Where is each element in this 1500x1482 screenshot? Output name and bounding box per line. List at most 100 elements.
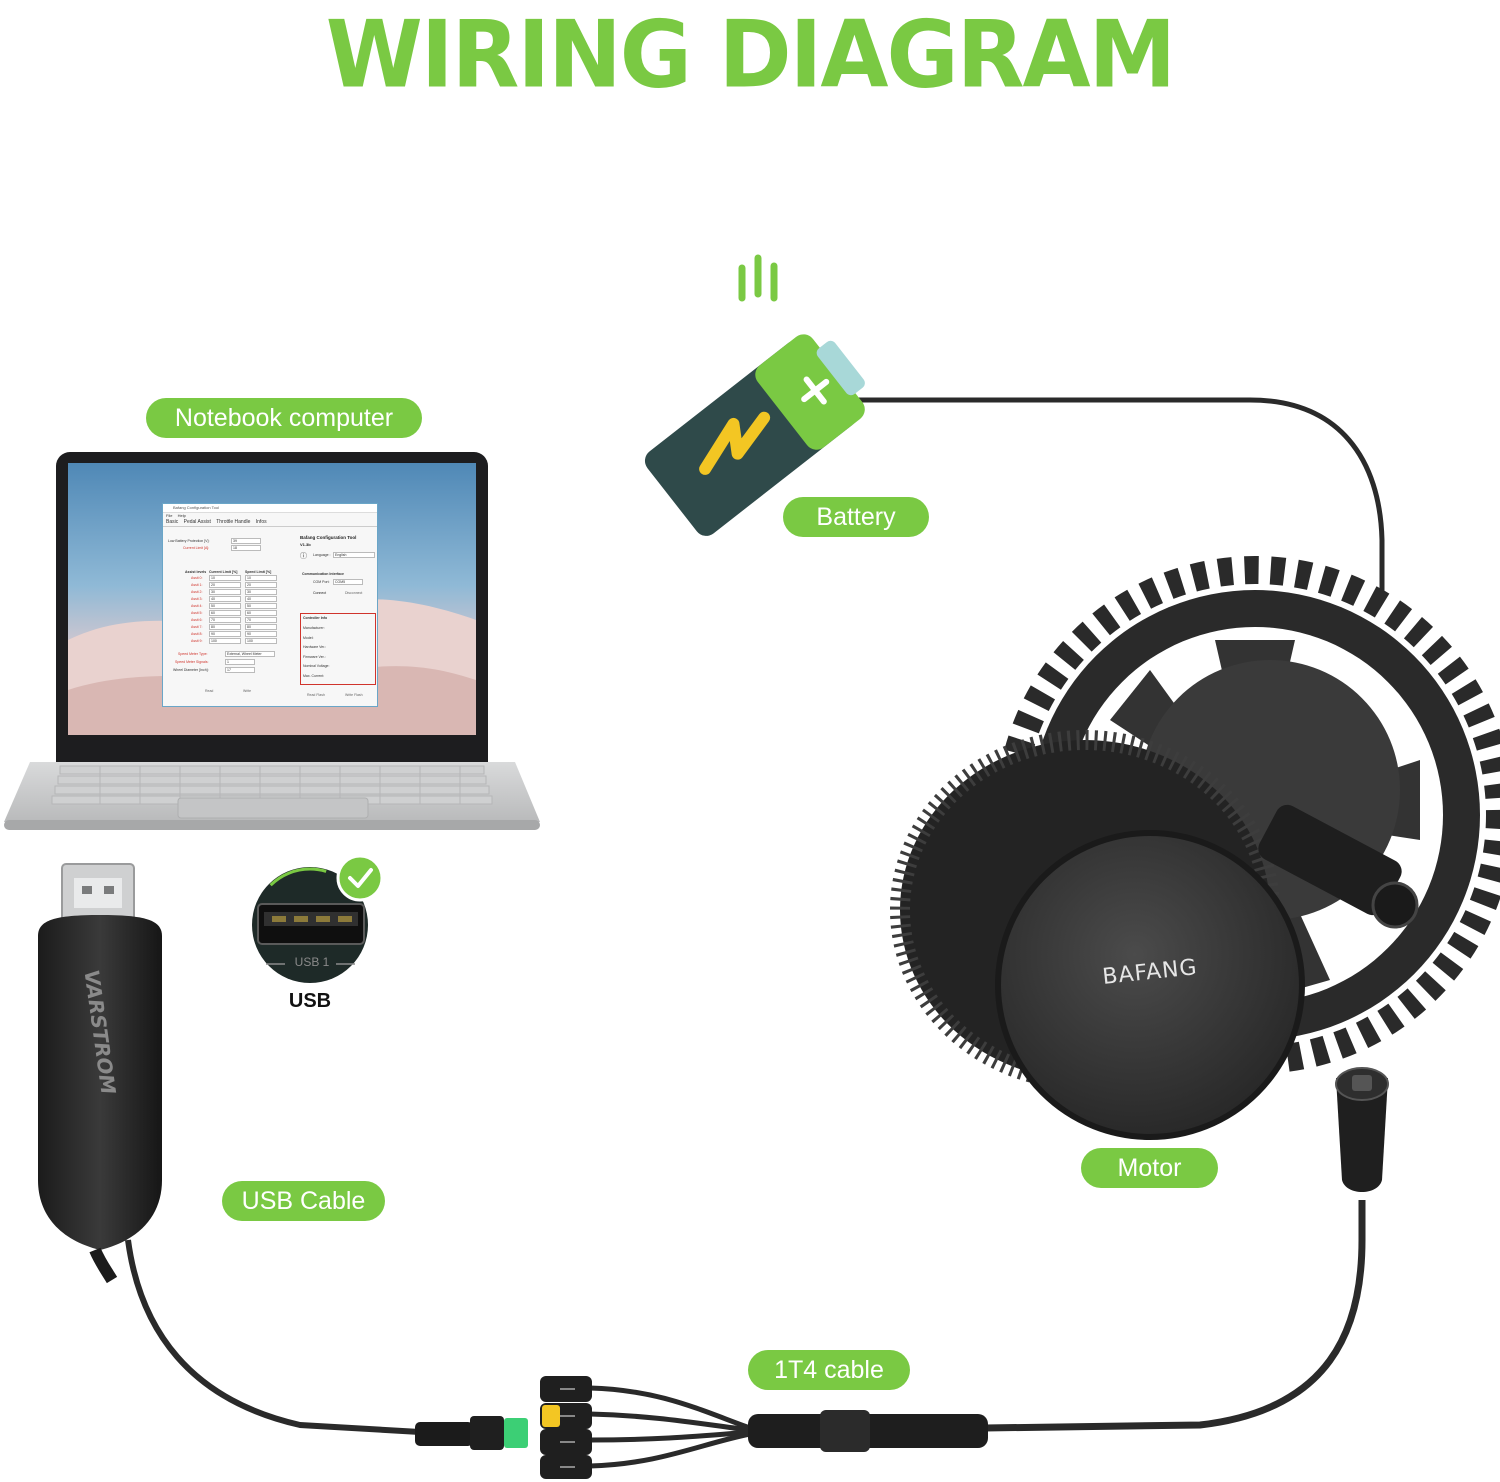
assist-value: 80 [247,625,251,629]
assist-speed-input[interactable]: 90 [245,631,277,637]
speed-meter-signals-label: Speed Meter Signals: [175,660,209,664]
assist-speed-input[interactable]: 40 [245,596,277,602]
tab-basic[interactable]: Basic [166,519,179,525]
assist-speed-input[interactable]: 70 [245,617,277,623]
assist-current-input[interactable]: 40 [209,596,241,602]
motor-label: Motor [1081,1148,1218,1188]
assist-current-input[interactable]: 90 [209,631,241,637]
assist-value: 100 [247,639,253,643]
assist-row-label: Assit 4: [191,604,203,608]
menu-file[interactable]: File [166,513,173,518]
assist-value: 80 [211,625,215,629]
com-port-select[interactable]: COM5 [333,579,363,585]
assist-current-input[interactable]: 70 [209,617,241,623]
low-battery-input[interactable]: 39 [231,538,261,544]
usb-cable-wire [125,1239,421,1435]
menu-help[interactable]: Help [177,513,186,518]
assist-value: 30 [247,590,251,594]
assist-speed-input[interactable]: 10 [245,575,277,581]
assist-speed-input[interactable]: 20 [245,582,277,588]
assist-current-input[interactable]: 100 [209,638,241,644]
check-icon [336,854,384,902]
assist-value: 30 [211,590,215,594]
assist-value: 10 [211,576,215,580]
usb-cable-label: USB Cable [222,1181,385,1221]
language-select[interactable]: English [333,552,375,558]
assist-header-current: Current Limit [%] [209,570,238,574]
low-battery-label: Low Battery Protection [V]: [168,539,210,543]
assist-value: 50 [211,604,215,608]
usb-label: USB [288,990,332,1012]
config-tool-window: Bafang Configuration Tool File Help Basi… [162,503,378,707]
assist-row-label: Assit 2: [191,590,203,594]
assist-current-input[interactable]: 20 [209,582,241,588]
tab-throttle-handle[interactable]: Throttle Handle [216,519,251,525]
app-version: V1.3b [300,542,311,547]
assist-value: 40 [211,597,215,601]
assist-value: 70 [211,618,215,622]
assist-speed-input[interactable]: 30 [245,589,277,595]
controller-info-box: Controller Info Manufacturer: Model: Hardw… [300,613,376,685]
assist-row-label: Assit 5: [191,611,203,615]
tab-infos[interactable]: Infos [255,519,267,525]
1t4-splitter-illustration [415,1376,988,1479]
assist-value: 90 [247,632,251,636]
assist-value: 70 [247,618,251,622]
assist-speed-input[interactable]: 100 [245,638,277,644]
connect-button[interactable]: Connect [313,591,327,595]
wheel-diameter-label: Wheel Diameter [Inch]: [173,668,209,672]
motor-cable [984,1200,1366,1432]
speed-meter-type-select[interactable]: External, Wheel Meter [225,651,275,657]
controller-info-row: Max. Current: [303,673,325,678]
assist-row-label: Assit 7: [191,625,203,629]
controller-info-row: Hardware Ver.: [303,645,327,649]
assist-current-input[interactable]: 80 [209,624,241,630]
assist-value: 10 [247,576,251,580]
controller-info-title: Controller Info [303,616,328,620]
assist-value: 60 [211,611,215,615]
read-button[interactable]: Read [205,689,214,693]
disconnect-button[interactable]: Disconnect [345,591,363,595]
assist-current-input[interactable]: 10 [209,575,241,581]
current-limit-label: Current Limit [A]: [183,546,210,550]
assist-row-label: Assit 1: [191,583,203,587]
wheel-diameter-input[interactable]: 17 [225,667,255,673]
assist-value: 20 [211,583,215,587]
speed-meter-type-label: Speed Meter Type: [178,652,208,656]
assist-row-label: Assit 9: [191,639,203,643]
assist-speed-input[interactable]: 60 [245,610,277,616]
read-flash-button[interactable]: Read Flash [307,693,325,697]
language-label: Language : [313,553,331,557]
current-limit-input[interactable]: 18 [231,545,261,551]
controller-info-row: Manufacturer: [303,626,325,630]
assist-speed-input[interactable]: 50 [245,603,277,609]
speed-meter-signals-input[interactable]: 1 [225,659,255,665]
usb-dongle-illustration [38,863,162,1284]
comm-interface-label: Communication Interface [302,572,345,576]
controller-info-row: Model: [303,635,314,640]
app-menu: File Help [163,513,377,519]
write-button[interactable]: Write [243,689,252,693]
battery-icon [644,334,865,536]
assist-row-label: Assit 3: [191,597,203,601]
assist-value: 40 [247,597,251,601]
assist-value: 100 [211,639,217,643]
assist-value: 60 [247,611,251,615]
assist-current-input[interactable]: 30 [209,589,241,595]
assist-speed-input[interactable]: 80 [245,624,277,630]
controller-info-row: Firmware Ver.: [303,654,326,659]
assist-current-input[interactable]: 50 [209,603,241,609]
assist-value: 50 [247,604,251,608]
motor-illustration [890,556,1500,1192]
app-body: Low Battery Protection [V]: 39 Current L… [163,527,377,706]
page-title: WIRING DIAGRAM [325,0,1176,109]
write-flash-button[interactable]: Write Flash [345,693,363,697]
app-tabs: Basic Pedal Assist Throttle Handle Infos [163,519,377,527]
assist-current-input[interactable]: 60 [209,610,241,616]
notebook-label: Notebook computer [146,398,422,438]
tab-pedal-assist[interactable]: Pedal Assist [183,519,211,525]
1t4-cable-label: 1T4 cable [748,1350,910,1390]
battery-cable [852,397,1385,600]
